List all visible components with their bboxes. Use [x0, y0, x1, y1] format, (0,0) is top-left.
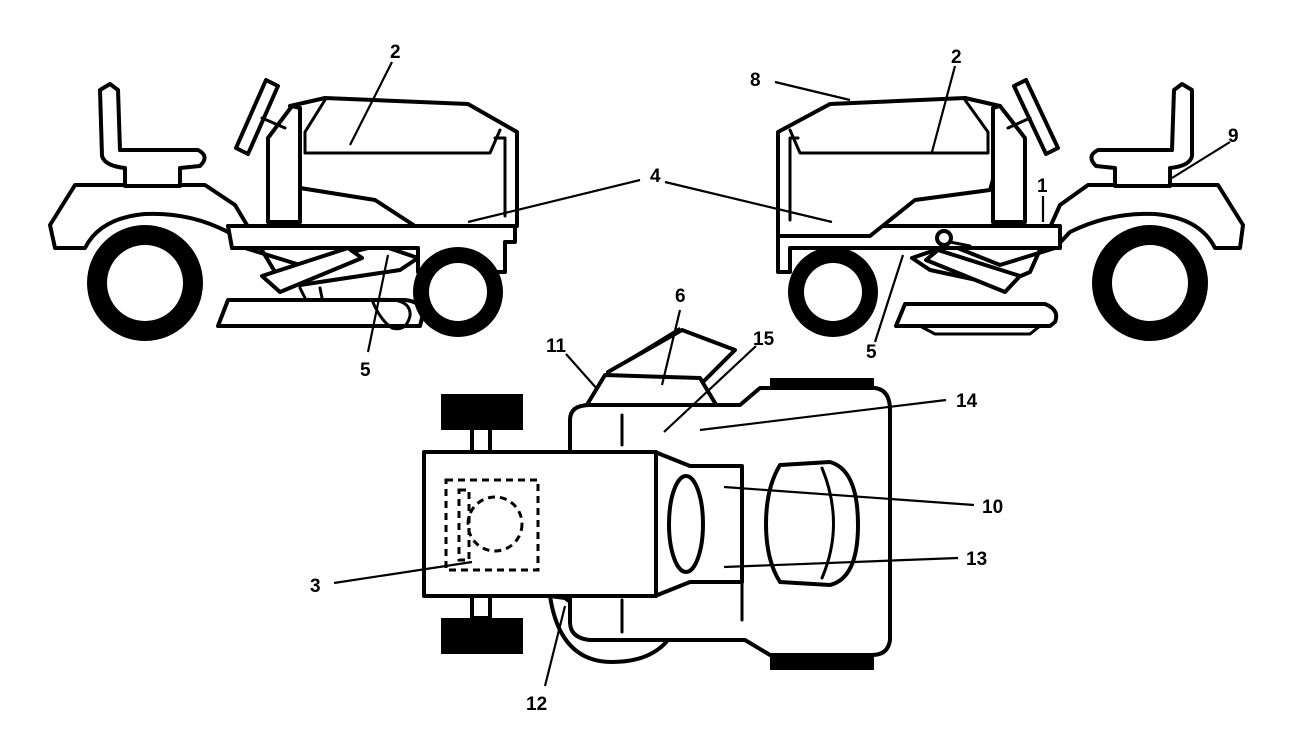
callout-line-10 — [723, 485, 975, 507]
callout-line-14 — [699, 398, 947, 432]
dash-panel-right — [991, 104, 1027, 224]
front-wheel-top-lower — [441, 618, 523, 654]
front-wheel-rim-right — [804, 263, 862, 321]
steering-wheel-right — [1012, 78, 1060, 156]
callout-11: 11 — [546, 336, 567, 357]
callout-5-left: 5 — [360, 360, 371, 381]
engine-outline — [444, 478, 540, 572]
callout-line-5-right — [873, 254, 905, 343]
front-wheel-top-upper — [441, 394, 523, 430]
callout-line-5-left — [366, 254, 390, 353]
callout-9: 9 — [1228, 126, 1239, 147]
foot-pedal — [260, 246, 364, 294]
engine-hood — [288, 96, 519, 228]
callout-line-6a — [660, 309, 682, 386]
callout-line-13 — [723, 556, 959, 569]
rear-wheel-rim-right — [1112, 245, 1188, 321]
engine-hood-right — [776, 96, 1002, 238]
rear-wheel-rim — [107, 245, 183, 321]
rear-fender-right — [910, 183, 1245, 287]
steering-wheel-top — [667, 474, 705, 574]
callout-8: 8 — [750, 70, 761, 91]
hood-side-line — [298, 186, 417, 228]
pedal-bracket — [298, 286, 324, 300]
callout-line-9 — [1171, 141, 1231, 179]
tractor-top-view: 6 11 15 14 10 13 3 12 — [310, 286, 1003, 715]
seat-top — [764, 460, 860, 587]
rear-wheel-top-lower — [770, 654, 874, 670]
front-axle-upper — [470, 426, 492, 454]
callout-line-4-right — [664, 180, 833, 224]
callout-line-2-left — [349, 61, 393, 146]
steering-wheel — [234, 78, 280, 156]
callout-line-11 — [565, 353, 599, 391]
callout-line-6b — [617, 327, 681, 367]
mower-deck — [216, 298, 425, 328]
tractor-left-side-view: 2 4 5 — [48, 42, 661, 381]
callout-14: 14 — [956, 391, 978, 412]
engine-side-outline — [457, 488, 471, 562]
callout-line-3 — [333, 560, 473, 585]
grille-line — [493, 136, 507, 218]
seat — [98, 82, 207, 188]
hood-crease-right — [788, 98, 990, 155]
control-knob — [935, 229, 953, 247]
callout-5-right: 5 — [866, 342, 877, 363]
callout-15: 15 — [753, 329, 775, 350]
hood-top — [422, 450, 658, 598]
callout-2-right: 2 — [951, 47, 962, 68]
deck-chute-loop — [370, 297, 412, 331]
front-wheel-rim — [429, 263, 487, 321]
hood-crease — [303, 98, 502, 155]
seat-right — [1089, 82, 1194, 188]
callout-6: 6 — [675, 286, 686, 307]
callout-4: 4 — [650, 166, 661, 187]
callout-3: 3 — [310, 576, 321, 597]
callout-line-4-left — [467, 178, 641, 224]
callout-2-left: 2 — [390, 42, 401, 63]
callout-line-8 — [774, 80, 851, 102]
foot-pedal-right — [924, 248, 1022, 294]
callout-13: 13 — [966, 549, 987, 570]
air-filter-outline — [466, 495, 524, 553]
callout-line-15 — [663, 345, 757, 433]
callout-1: 1 — [1037, 176, 1048, 197]
callout-12: 12 — [526, 694, 547, 715]
deck-lower-trim — [918, 324, 1042, 336]
callout-line-2-right — [930, 65, 957, 153]
hood-side-line-right — [868, 188, 992, 238]
seat-back-top — [820, 466, 835, 580]
grille-line-right — [788, 136, 800, 222]
steering-column — [260, 116, 287, 130]
mower-deck-right — [894, 302, 1059, 328]
steering-column-right — [1006, 116, 1032, 130]
callout-10: 10 — [982, 497, 1003, 518]
callout-line-12 — [543, 605, 567, 687]
dash-panel — [266, 104, 302, 224]
control-lever — [948, 240, 972, 248]
tractor-right-side-view: 8 2 9 1 5 — [664, 47, 1245, 363]
